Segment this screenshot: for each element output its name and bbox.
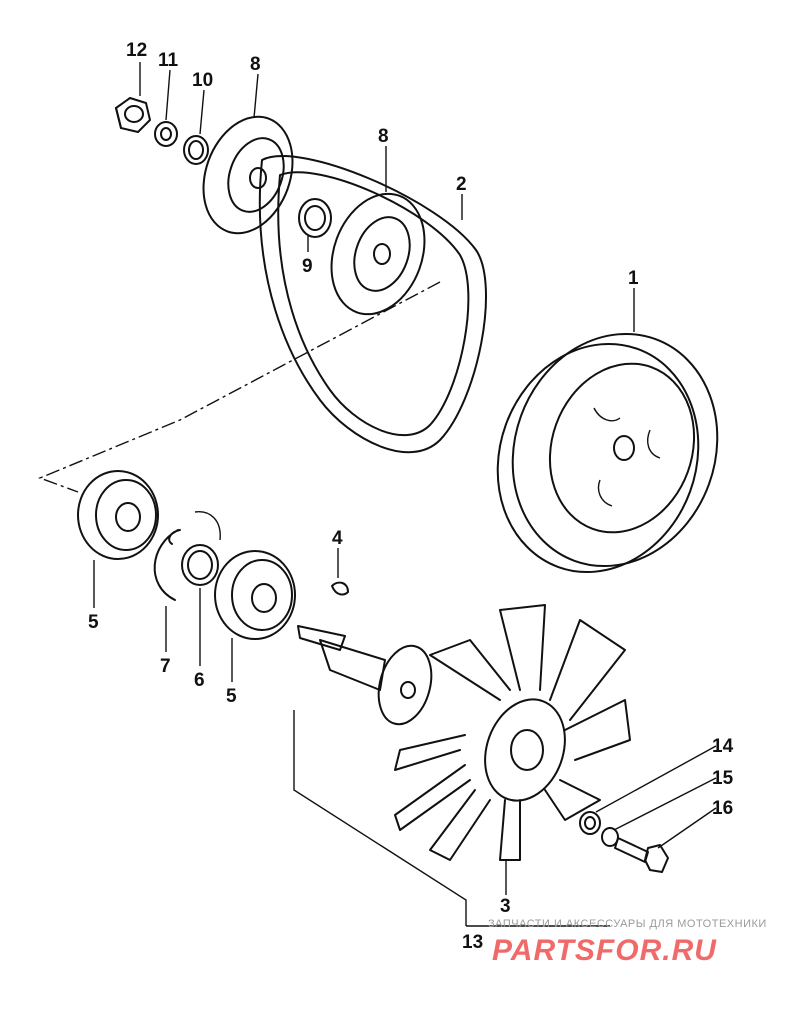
callout-labels: 12 11 10 8 8 2 9 1 4 5 7 6 5 14 15 16 3 … xyxy=(88,40,734,953)
callout-11: 11 xyxy=(158,50,179,71)
callout-3: 3 xyxy=(500,896,511,917)
part-2-v-belt xyxy=(258,155,487,454)
callout-16: 16 xyxy=(712,798,733,819)
callout-14: 14 xyxy=(712,736,734,757)
part-1-large-pulley xyxy=(496,332,719,574)
callout-9: 9 xyxy=(302,256,313,277)
callout-4: 4 xyxy=(332,528,343,549)
part-14-washer xyxy=(579,811,601,835)
callout-5-right: 5 xyxy=(226,686,237,707)
callout-6: 6 xyxy=(194,670,205,691)
part-3-fan xyxy=(394,604,631,861)
leader-lines xyxy=(38,62,717,927)
part-5-bearing-right xyxy=(214,550,296,640)
part-16-bolt xyxy=(614,837,669,873)
callout-10: 10 xyxy=(192,70,213,91)
part-8-pulley-half-front xyxy=(202,115,294,235)
part-10-flat-washer xyxy=(183,135,209,165)
part-11-lock-washer xyxy=(154,121,178,147)
part-7-snap-ring xyxy=(153,529,181,601)
callout-5-left: 5 xyxy=(88,612,99,633)
watermark-tagline: ЗАПЧАСТИ И АКСЕССУАРЫ ДЛЯ МОТОТЕХНИКИ xyxy=(488,918,767,930)
callout-8-front: 8 xyxy=(250,54,261,75)
callout-2: 2 xyxy=(456,174,467,195)
callout-7: 7 xyxy=(160,656,171,677)
callout-13: 13 xyxy=(462,932,483,953)
callout-12: 12 xyxy=(126,40,147,61)
callout-8-rear: 8 xyxy=(378,126,389,147)
part-12-hex-nut xyxy=(115,97,151,133)
part-13-fan-shaft xyxy=(297,625,433,726)
watermark-logo: PARTSFOR.RU xyxy=(492,934,717,967)
part-9-spacer xyxy=(298,198,332,238)
callout-15: 15 xyxy=(712,768,734,789)
callout-1: 1 xyxy=(628,268,639,289)
part-8-pulley-half-rear xyxy=(330,192,426,316)
part-6-ring xyxy=(181,511,221,586)
part-5-bearing-left xyxy=(77,470,159,560)
part-4-woodruff-key xyxy=(331,581,349,596)
